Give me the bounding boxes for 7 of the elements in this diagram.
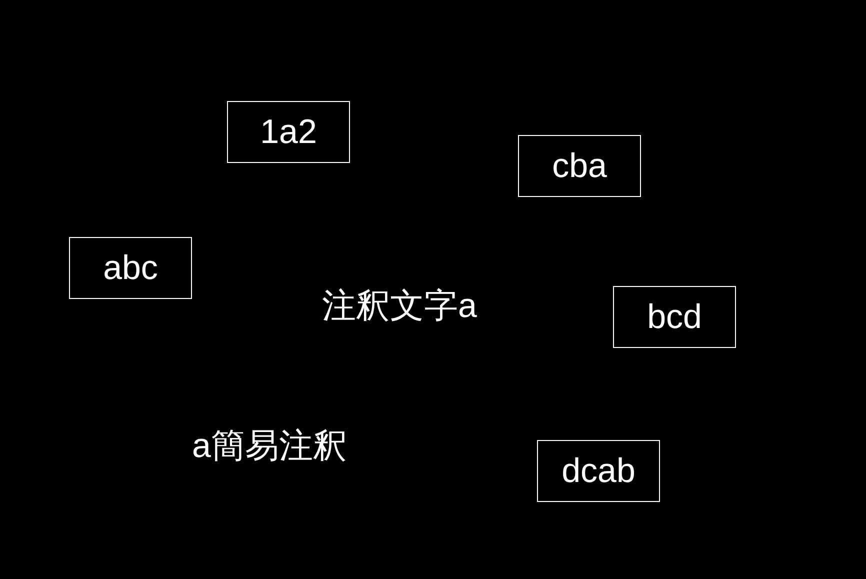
text-box: 1a2 xyxy=(227,101,350,163)
annotation-text: a簡易注釈 xyxy=(192,426,347,466)
text-box: abc xyxy=(69,237,192,299)
annotation-text: 注釈文字a xyxy=(322,286,477,326)
text-box: dcab xyxy=(537,440,660,502)
text-box: bcd xyxy=(613,286,736,348)
text-box: cba xyxy=(518,135,641,197)
